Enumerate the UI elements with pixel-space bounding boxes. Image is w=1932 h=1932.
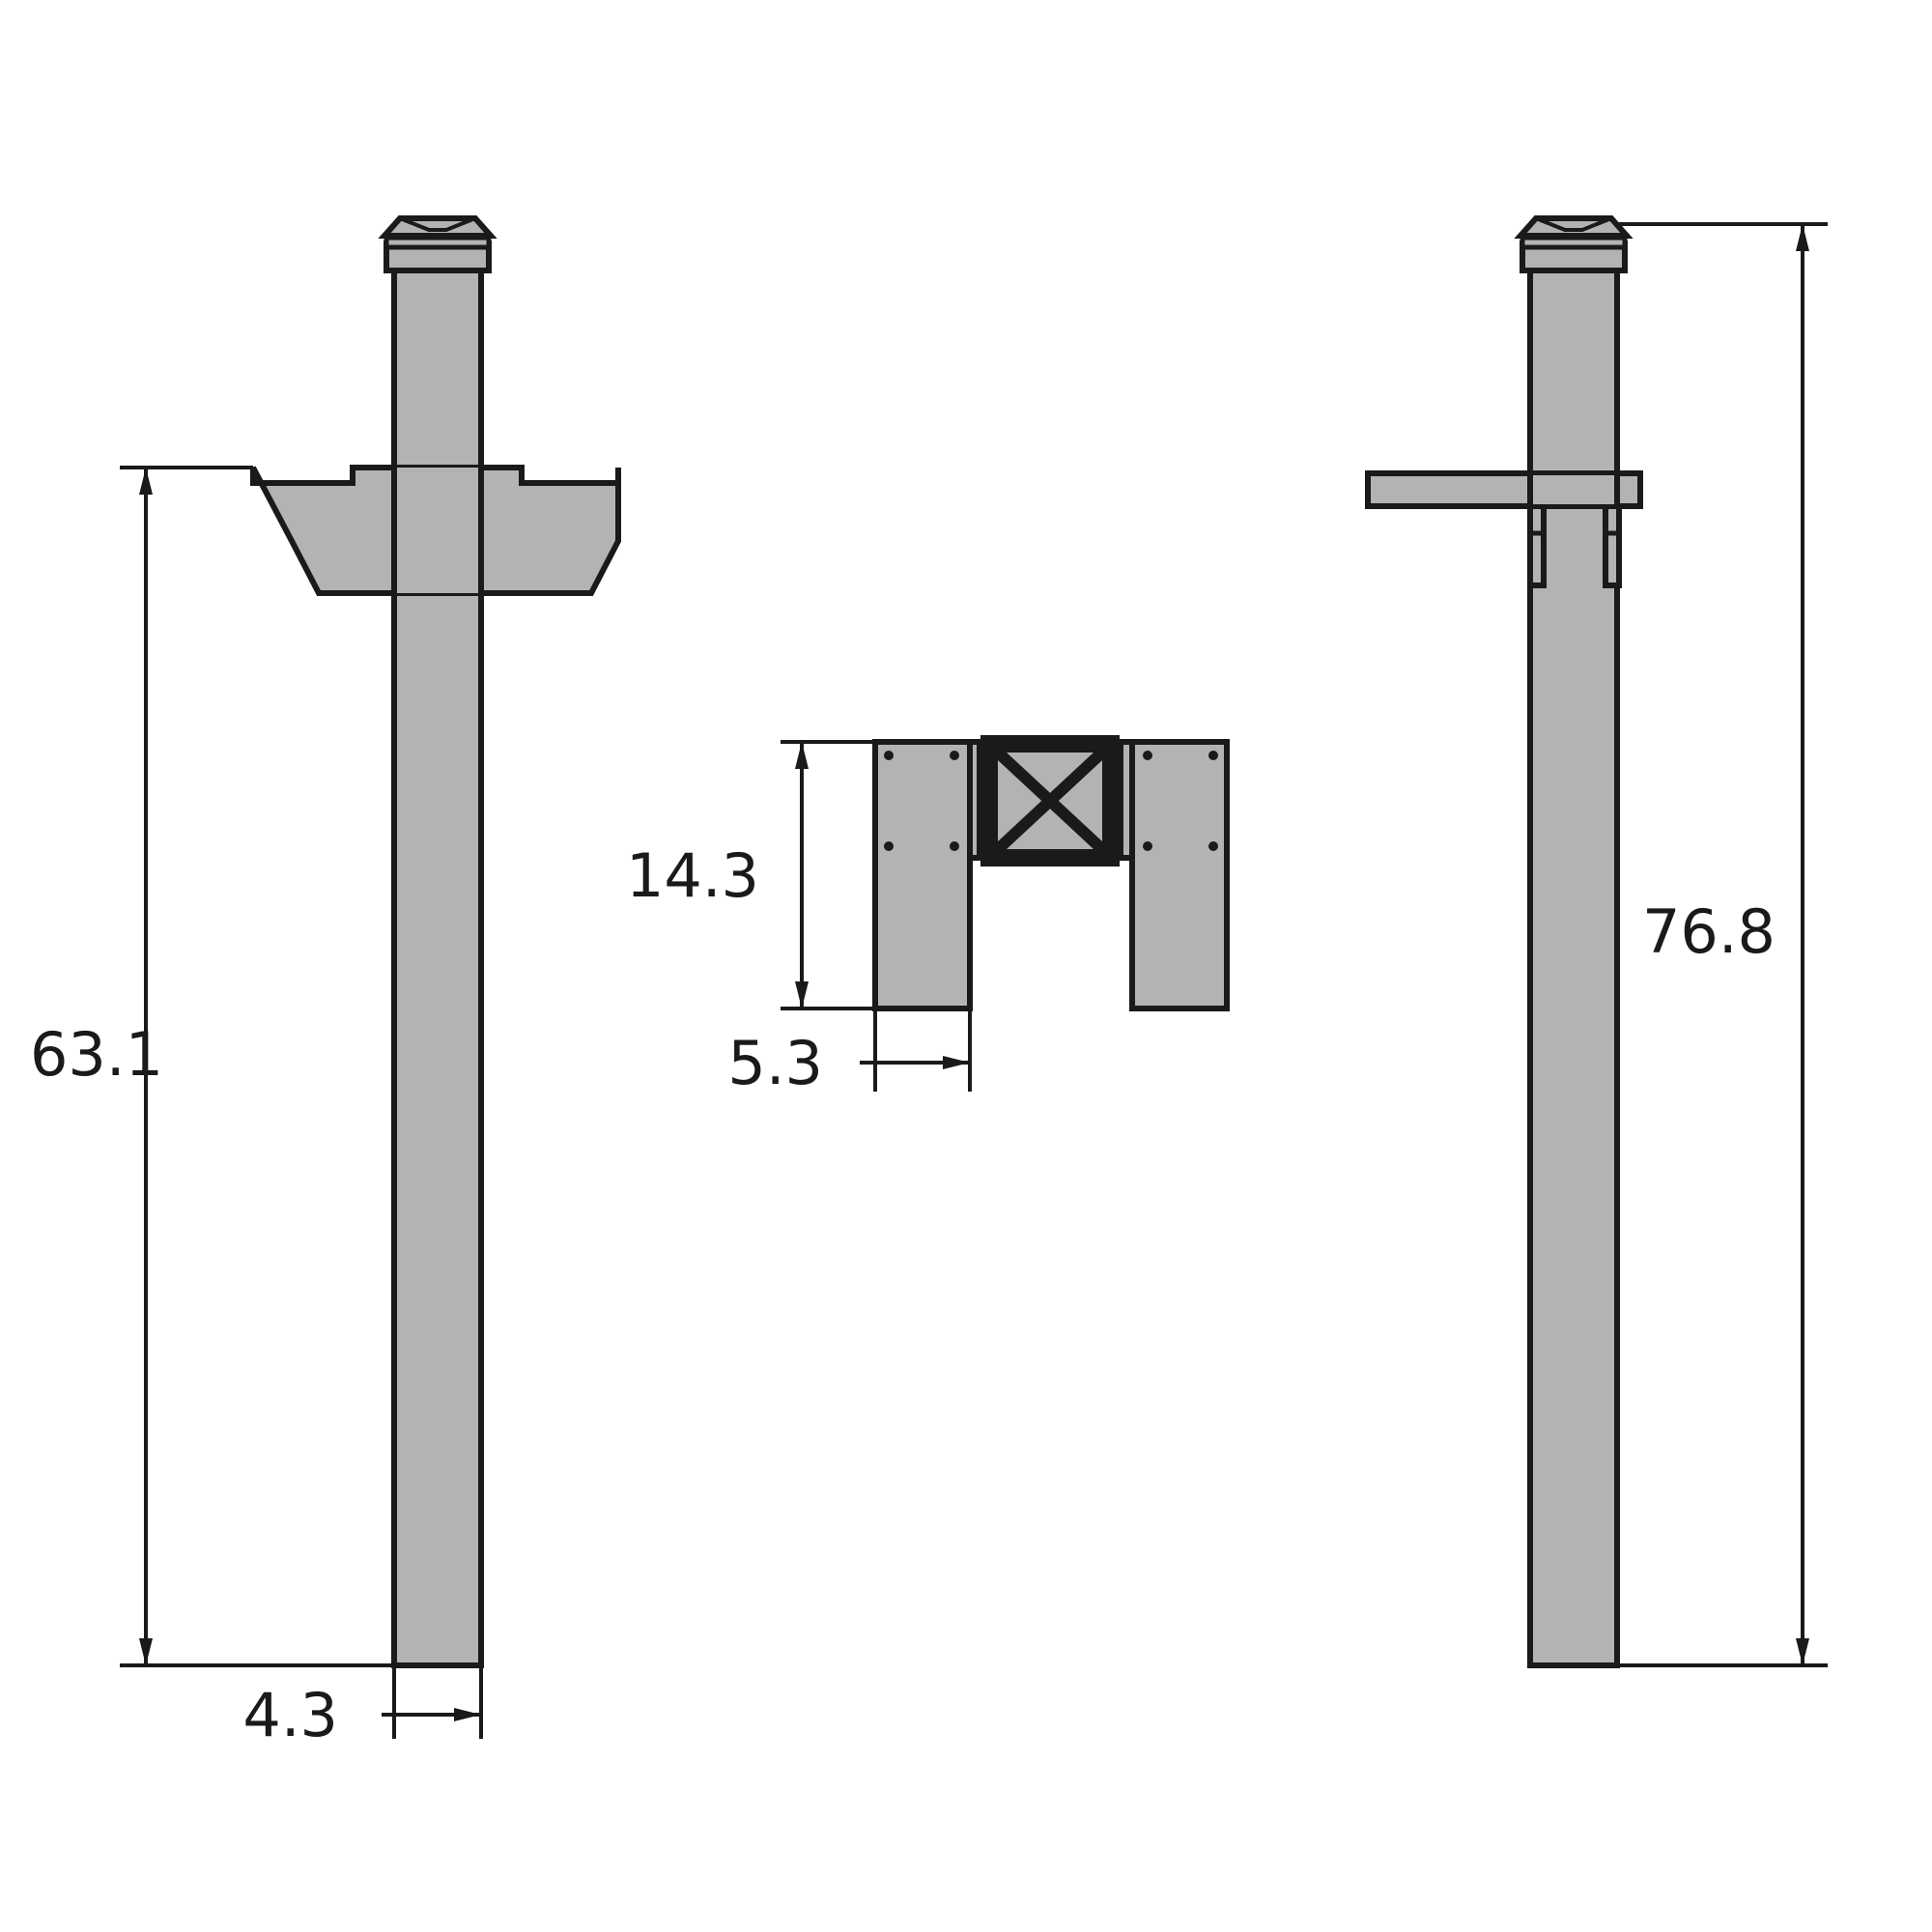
front-bracket-notch-right	[519, 468, 618, 486]
dimension-bracket-depth-top: 14.3	[626, 740, 875, 1010]
top-bolt-hole	[1208, 841, 1218, 851]
dimension-post-width-front: 4.3	[242, 1665, 483, 1750]
dim-arrow-top-63-1	[139, 468, 153, 495]
dimension-overall-height-side: 76.8	[1619, 222, 1828, 1667]
dim-arrow-bottom-63-1	[139, 1638, 153, 1665]
side-arm-plate-tab	[1614, 470, 1643, 509]
front-post-cap	[378, 215, 497, 239]
dim-arrow-bottom-76-8	[1796, 1638, 1809, 1665]
side-view: 76.8	[1365, 215, 1828, 1668]
top-brace-diagonal-b	[990, 745, 1110, 857]
side-post-overlap	[1532, 475, 1615, 504]
top-bolt-hole	[1208, 751, 1218, 760]
top-bolt-hole	[950, 841, 959, 851]
top-right-leg	[1129, 739, 1230, 1011]
dimension-overall-height-front: 63.1	[30, 466, 396, 1667]
top-bolt-hole	[1143, 841, 1152, 851]
dim-label-4-3: 4.3	[242, 1680, 338, 1750]
side-post-cap-facet	[1535, 216, 1612, 232]
dim-arrow-bottom-14-3	[795, 981, 809, 1009]
dimension-leg-width-top: 5.3	[727, 1009, 972, 1098]
top-bolt-hole	[884, 841, 894, 851]
dim-arrow-4-3	[454, 1708, 481, 1721]
dim-arrow-top-76-8	[1796, 224, 1809, 251]
side-post-cap	[1514, 215, 1634, 239]
front-post-collar-ring	[384, 235, 492, 250]
top-view: 14.3 5.3	[626, 735, 1230, 1098]
top-bolt-hole	[1143, 751, 1152, 760]
side-bracket-cheek-left	[1527, 503, 1547, 588]
top-cross-brace	[977, 735, 1123, 867]
dim-label-63-1: 63.1	[30, 1019, 163, 1090]
dim-label-14-3: 14.3	[626, 840, 759, 911]
front-bracket-notch-left	[253, 468, 355, 486]
dim-arrow-top-14-3	[795, 742, 809, 769]
top-bolt-hole	[950, 751, 959, 760]
front-view: 63.1 4.3	[30, 215, 621, 1750]
dim-arrow-5-3	[943, 1056, 970, 1069]
side-post-collar-ring	[1520, 235, 1628, 250]
top-left-leg	[872, 739, 973, 1011]
side-bracket-cheek-right	[1603, 503, 1622, 588]
front-post-cap-facet	[399, 216, 476, 232]
dim-label-76-8: 76.8	[1642, 896, 1776, 967]
top-brace-frame	[980, 735, 1120, 867]
top-bolt-hole	[884, 751, 894, 760]
front-post-overlap	[394, 468, 481, 593]
dim-label-5-3: 5.3	[727, 1028, 823, 1098]
